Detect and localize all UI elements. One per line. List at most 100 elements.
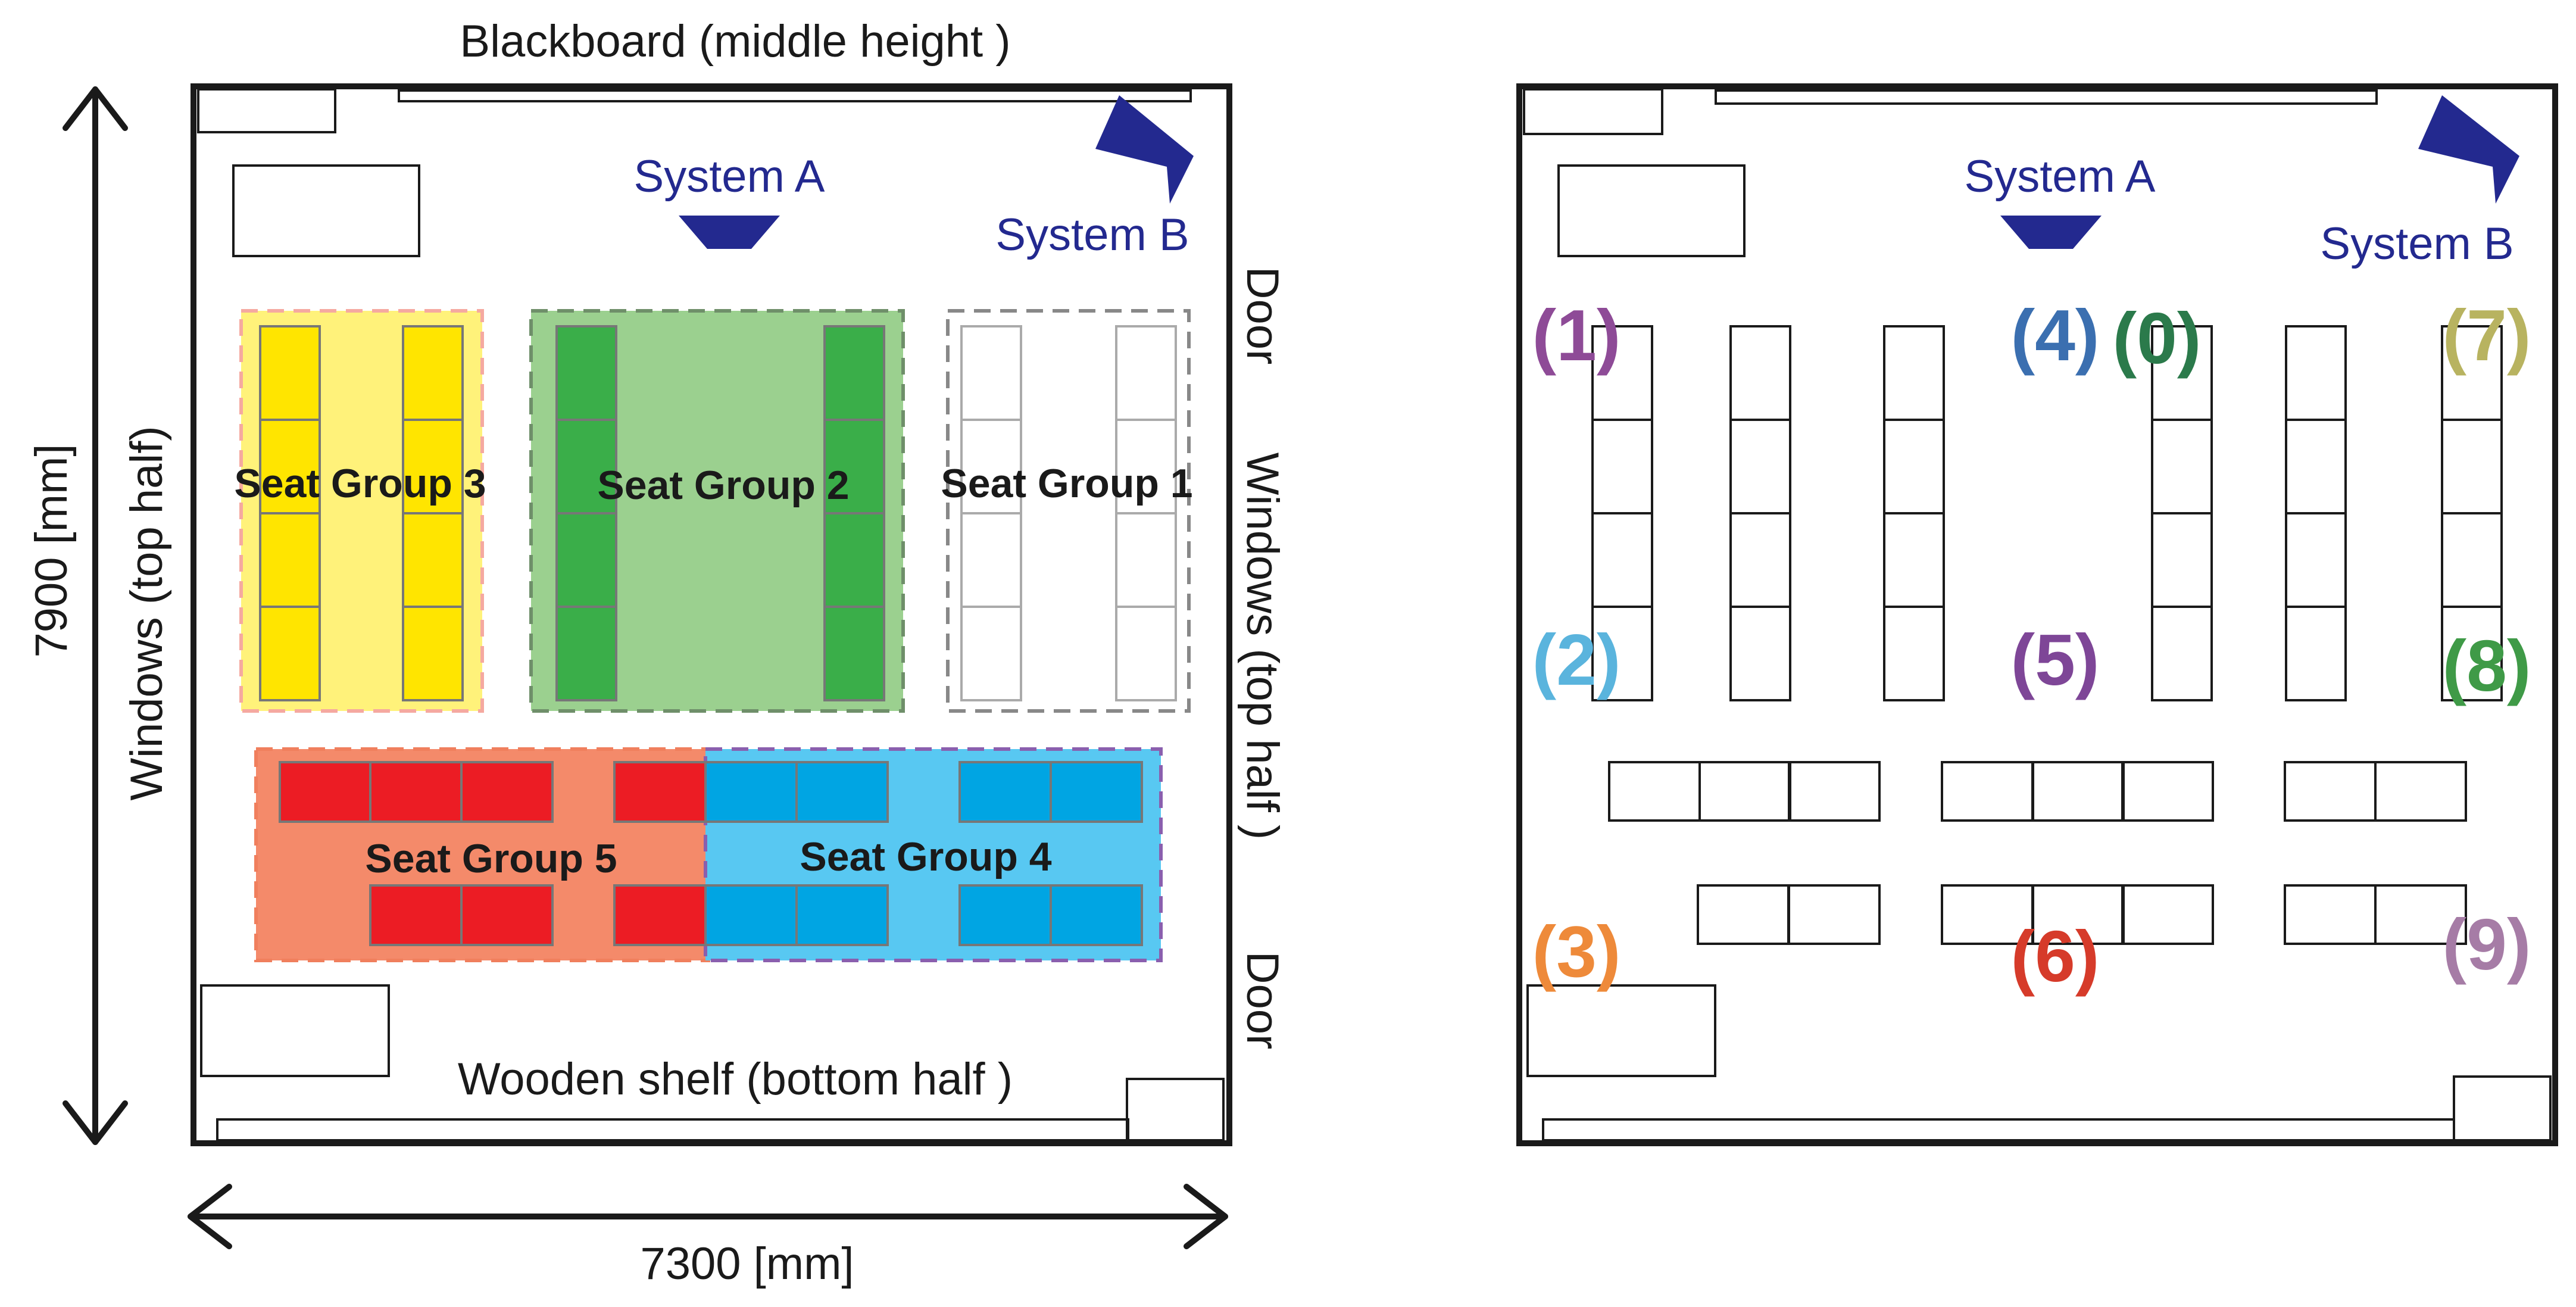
height-dimension-label: 7900 [mm] <box>26 444 77 657</box>
desk <box>259 512 321 608</box>
desk <box>2285 325 2347 421</box>
desk <box>1697 884 1790 945</box>
desk <box>1941 761 2034 822</box>
desk <box>1729 512 1791 608</box>
right-floor-plan: System A System B (0)(1)(2)(3)(4)(5)(6)(… <box>1516 83 2558 1146</box>
desk <box>2284 884 2377 945</box>
desk <box>823 606 885 701</box>
desk <box>402 512 464 608</box>
left-desks <box>259 325 1177 946</box>
width-dimension-arrow <box>188 1184 1228 1249</box>
position-label: (8) <box>2442 625 2531 706</box>
seat-group-5-label: Seat Group 5 <box>365 836 617 881</box>
shelf-label: Wooden shelf (bottom half ) <box>458 1054 1013 1105</box>
desk <box>2374 761 2467 822</box>
blackboard-label: Blackboard (middle height ) <box>460 16 1010 67</box>
width-dimension-label: 7300 [mm] <box>640 1239 854 1289</box>
position-label: (9) <box>2442 904 2531 985</box>
left-teacher-desk <box>232 164 420 257</box>
desk <box>1115 606 1177 701</box>
door-top-label: Door <box>1237 267 1288 365</box>
right-cabinet <box>1526 984 1716 1077</box>
windows-left-label: Windows (top half) <box>121 426 172 800</box>
left-system-b-label: System B <box>995 210 1189 260</box>
measurement-positions: (0)(1)(2)(3)(4)(5)(6)(7)(8)(9) <box>1532 295 2531 997</box>
right-corner-box-bottom <box>2453 1075 2552 1141</box>
desk <box>704 884 798 946</box>
position-label: (6) <box>2010 916 2099 997</box>
left-system-a-label: System A <box>634 151 825 202</box>
desk <box>1883 419 1945 514</box>
desk <box>1050 761 1143 823</box>
desk <box>369 884 463 946</box>
desk <box>1698 761 1791 822</box>
desk <box>402 325 464 421</box>
desk <box>795 761 889 823</box>
desk <box>1883 512 1945 608</box>
desk <box>613 884 707 946</box>
desk <box>279 761 372 823</box>
desk <box>555 606 617 701</box>
right-blackboard <box>1715 89 2378 105</box>
system-a-icon <box>679 216 780 249</box>
desk <box>259 606 321 701</box>
desk <box>1591 606 1653 701</box>
desk <box>1729 606 1791 701</box>
windows-right-label: Windows (top half ) <box>1237 453 1288 840</box>
desk <box>2441 606 2503 701</box>
right-system-b-label: System B <box>2320 219 2513 269</box>
desk <box>460 884 554 946</box>
desk <box>1788 884 1881 945</box>
left-blackboard <box>398 89 1192 102</box>
desk <box>960 606 1022 701</box>
desk <box>2374 884 2467 945</box>
right-system-a-label: System A <box>1965 151 2156 202</box>
desk <box>2285 606 2347 701</box>
desk <box>2151 419 2213 514</box>
seat-group-2-label: Seat Group 2 <box>597 463 849 508</box>
desk <box>2284 761 2377 822</box>
desk <box>2032 761 2125 822</box>
right-desks <box>1591 325 2503 945</box>
desk <box>958 761 1052 823</box>
left-floor-plan: Blackboard (middle height ) System A Sys… <box>26 16 1288 1289</box>
seat-group-4-label: Seat Group 4 <box>800 834 1051 879</box>
right-system-b-icon <box>2418 95 2519 204</box>
desk <box>555 419 617 514</box>
position-label: (3) <box>1532 911 1620 992</box>
desk <box>555 325 617 421</box>
desk <box>2121 884 2214 945</box>
desk <box>2285 512 2347 608</box>
left-room-wall <box>191 83 1232 1146</box>
desk <box>1729 419 1791 514</box>
seat-group-3-label: Seat Group 3 <box>234 461 486 506</box>
desk <box>823 325 885 421</box>
desk <box>259 419 321 514</box>
desk <box>1591 419 1653 514</box>
desk <box>2121 761 2214 822</box>
height-dimension-arrow <box>63 86 128 1145</box>
desk <box>1115 512 1177 608</box>
position-label: (1) <box>1532 295 1620 376</box>
position-label: (0) <box>2112 298 2201 379</box>
desk <box>1883 325 1945 421</box>
desk <box>1115 325 1177 421</box>
desk <box>960 512 1022 608</box>
right-teacher-desk <box>1557 164 1746 257</box>
door-bottom-label: Door <box>1237 952 1288 1050</box>
desk <box>2151 512 2213 608</box>
desk <box>369 761 463 823</box>
desk <box>958 884 1052 946</box>
desk <box>1608 761 1701 822</box>
position-label: (5) <box>2010 619 2099 700</box>
right-corner-box-top <box>1523 88 1663 135</box>
desk <box>795 884 889 946</box>
right-room-wall <box>1516 83 2558 1146</box>
left-cabinet <box>200 984 390 1077</box>
left-corner-box-bottom <box>1126 1078 1225 1141</box>
desk <box>1788 761 1881 822</box>
seat-group-1-label: Seat Group 1 <box>941 461 1192 506</box>
desk <box>960 325 1022 421</box>
